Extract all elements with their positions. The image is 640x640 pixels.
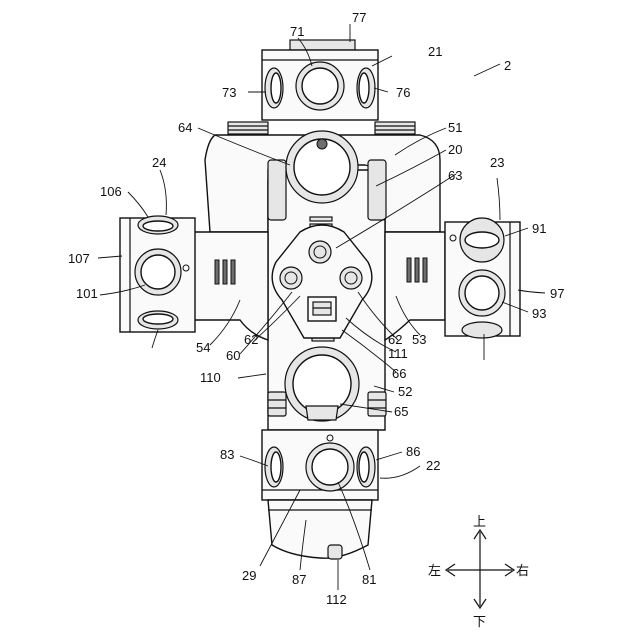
label-81: 81 (362, 572, 376, 587)
label-77: 77 (352, 10, 366, 25)
direction-right-label: 右 (516, 564, 529, 579)
label-87: 87 (292, 572, 306, 587)
direction-down-label: 下 (473, 615, 486, 630)
label-20: 20 (448, 142, 462, 157)
direction-indicator: 上 下 左 右 (428, 515, 529, 630)
label-60: 60 (226, 348, 240, 363)
label-54: 54 (196, 340, 210, 355)
direction-left-label: 左 (428, 564, 441, 579)
hole-65 (285, 347, 359, 421)
label-24: 24 (152, 155, 166, 170)
label-53: 53 (412, 332, 426, 347)
box-21 (262, 40, 378, 120)
label-111: 111 (388, 346, 408, 361)
hole-64 (286, 131, 358, 203)
label-71: 71 (290, 24, 304, 39)
box-24 (120, 216, 195, 332)
label-64: 64 (178, 120, 192, 135)
label-21: 21 (428, 44, 442, 59)
label-73: 73 (222, 85, 236, 100)
label-65: 65 (394, 404, 408, 419)
label-76: 76 (396, 85, 410, 100)
label-63: 63 (448, 168, 462, 183)
label-29: 29 (242, 568, 256, 583)
label-101: 101 (76, 286, 98, 301)
label-66: 66 (392, 366, 406, 381)
label-110: 110 (200, 370, 221, 385)
label-106: 106 (100, 184, 122, 199)
label-91: 91 (532, 221, 546, 236)
label-62-left: 62 (244, 332, 258, 347)
label-22: 22 (426, 458, 440, 473)
label-51: 51 (448, 120, 462, 135)
label-83: 83 (220, 447, 234, 462)
label-107: 107 (68, 251, 90, 266)
label-112: 112 (326, 592, 347, 607)
label-62-right: 62 (388, 332, 402, 347)
label-23: 23 (490, 155, 504, 170)
label-52: 52 (398, 384, 412, 399)
label-93: 93 (532, 306, 546, 321)
box-23 (445, 218, 520, 338)
label-2: 2 (504, 58, 511, 73)
label-97: 97 (550, 286, 564, 301)
direction-up-label: 上 (473, 515, 486, 530)
label-86: 86 (406, 444, 420, 459)
